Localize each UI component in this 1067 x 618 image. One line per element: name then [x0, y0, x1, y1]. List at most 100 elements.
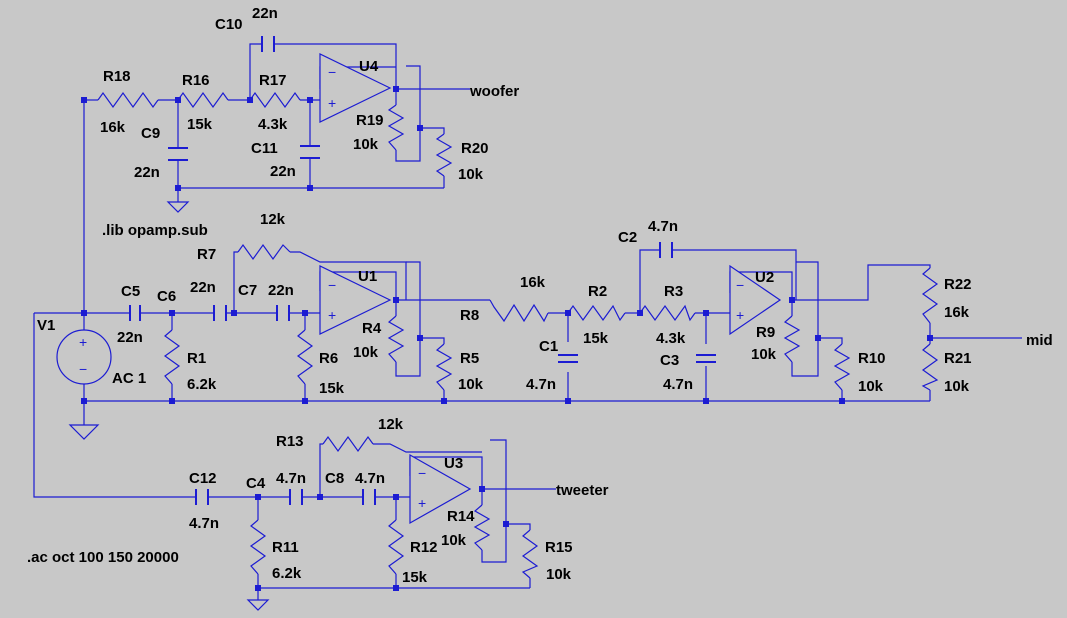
- resistor-r16: [177, 91, 229, 109]
- label-u2: U2: [755, 269, 774, 286]
- label-u3: U3: [444, 455, 463, 472]
- resistor-r9: [783, 315, 801, 363]
- opamp-u2: − +: [729, 264, 782, 336]
- label-r21-name: R21: [944, 350, 972, 367]
- label-r9-value: 10k: [751, 346, 777, 363]
- label-r17-value: 4.3k: [258, 116, 288, 133]
- label-r7-name: R7: [197, 246, 216, 263]
- label-r4-name: R4: [362, 320, 382, 337]
- label-r16-value: 15k: [187, 116, 213, 133]
- label-r8-name: R8: [460, 307, 479, 324]
- label-r15-name: R15: [545, 539, 573, 556]
- label-r13-name: R13: [276, 433, 304, 450]
- resistor-r4: [387, 315, 405, 363]
- label-c11-name: C11: [251, 140, 278, 157]
- resistor-r10: [833, 343, 851, 391]
- label-v1-value: AC 1: [112, 370, 146, 387]
- voltage-source-v1: + −: [56, 329, 112, 385]
- label-r14-value: 10k: [441, 532, 467, 549]
- label-r2-name: R2: [588, 283, 607, 300]
- u1-plus: +: [328, 307, 336, 323]
- label-r3-name: R3: [664, 283, 683, 300]
- label-r20-name: R20: [461, 140, 489, 157]
- labels: C10 22n R18 16k R16 15k R17 4.3k U4 woof…: [27, 5, 1053, 586]
- label-c3-value: 4.7n: [663, 376, 693, 393]
- label-r16-name: R16: [182, 72, 210, 89]
- label-r5-name: R5: [460, 350, 479, 367]
- resistor-r21: [921, 343, 939, 391]
- u3-minus: −: [418, 465, 426, 481]
- resistor-r13: [322, 435, 374, 453]
- label-r9-name: R9: [756, 324, 775, 341]
- resistor-r18: [97, 91, 159, 109]
- v1-plus-icon: +: [79, 334, 87, 350]
- label-r8-value: 16k: [520, 274, 546, 291]
- label-c5-name: C5: [121, 283, 140, 300]
- resistor-r17: [249, 91, 301, 109]
- label-c6-name: C6: [157, 288, 176, 305]
- label-r11-name: R11: [272, 539, 299, 556]
- label-r22-name: R22: [944, 276, 972, 293]
- label-r19-value: 10k: [353, 136, 379, 153]
- net-mid: mid: [1026, 332, 1053, 349]
- label-c4-value: 4.7n: [276, 470, 306, 487]
- label-r10-value: 10k: [858, 378, 884, 395]
- label-c8-name: C8: [325, 470, 344, 487]
- label-c1-value: 4.7n: [526, 376, 556, 393]
- resistor-r3: [639, 304, 696, 322]
- resistor-r14: [473, 504, 491, 551]
- label-c2-name: C2: [618, 229, 637, 246]
- capacitor-c2: [659, 242, 673, 258]
- label-r20-value: 10k: [458, 166, 484, 183]
- resistor-r8: [489, 299, 549, 323]
- opamp-u4: − +: [319, 53, 392, 123]
- opamp-u1: − +: [319, 265, 392, 335]
- label-c12-value: 4.7n: [189, 515, 219, 532]
- label-r12-value: 15k: [402, 569, 428, 586]
- label-c8-value: 4.7n: [355, 470, 385, 487]
- label-r5-value: 10k: [458, 376, 484, 393]
- label-r18-value: 16k: [100, 119, 126, 136]
- u4-minus: −: [328, 64, 336, 80]
- u2-plus: +: [736, 307, 744, 323]
- label-r17-name: R17: [259, 72, 287, 89]
- resistor-r11: [249, 519, 267, 575]
- resistor-r7: [237, 243, 291, 261]
- label-r13-value: 12k: [378, 416, 404, 433]
- label-c10-name: C10: [215, 16, 243, 33]
- label-c11-value: 22n: [270, 163, 296, 180]
- label-r11-value: 6.2k: [272, 565, 302, 582]
- label-c7-name: C7: [238, 282, 257, 299]
- label-r10-name: R10: [858, 350, 886, 367]
- directive-ac: .ac oct 100 150 20000: [27, 549, 179, 566]
- resistor-r22: [921, 267, 939, 324]
- label-c9-value: 22n: [134, 164, 160, 181]
- label-c3-name: C3: [660, 352, 679, 369]
- label-c6-value: 22n: [190, 279, 216, 296]
- wires: [33, 43, 1022, 600]
- u4-plus: +: [328, 95, 336, 111]
- capacitor-c6: [213, 305, 227, 321]
- resistor-r12: [387, 519, 405, 575]
- label-r7-value: 12k: [260, 211, 286, 228]
- label-r2-value: 15k: [583, 330, 609, 347]
- capacitor-c9: [168, 147, 188, 161]
- capacitor-c1: [558, 354, 578, 363]
- resistor-r2: [567, 304, 626, 322]
- capacitor-c12: [195, 489, 209, 505]
- label-c1-name: C1: [539, 338, 558, 355]
- resistor-r15: [521, 529, 539, 579]
- label-r14-name: R14: [447, 508, 475, 525]
- net-tweeter: tweeter: [556, 482, 609, 499]
- label-c12-name: C12: [189, 470, 217, 487]
- label-c10-value: 22n: [252, 5, 278, 22]
- capacitor-c8: [362, 489, 376, 505]
- capacitors: [129, 36, 716, 505]
- ground-icon-woofer: [166, 201, 190, 213]
- label-r19-name: R19: [356, 112, 384, 129]
- label-c5-value: 22n: [117, 329, 143, 346]
- v1-minus-icon: −: [79, 361, 87, 377]
- label-c4-name: C4: [246, 475, 266, 492]
- label-u1: U1: [358, 268, 377, 285]
